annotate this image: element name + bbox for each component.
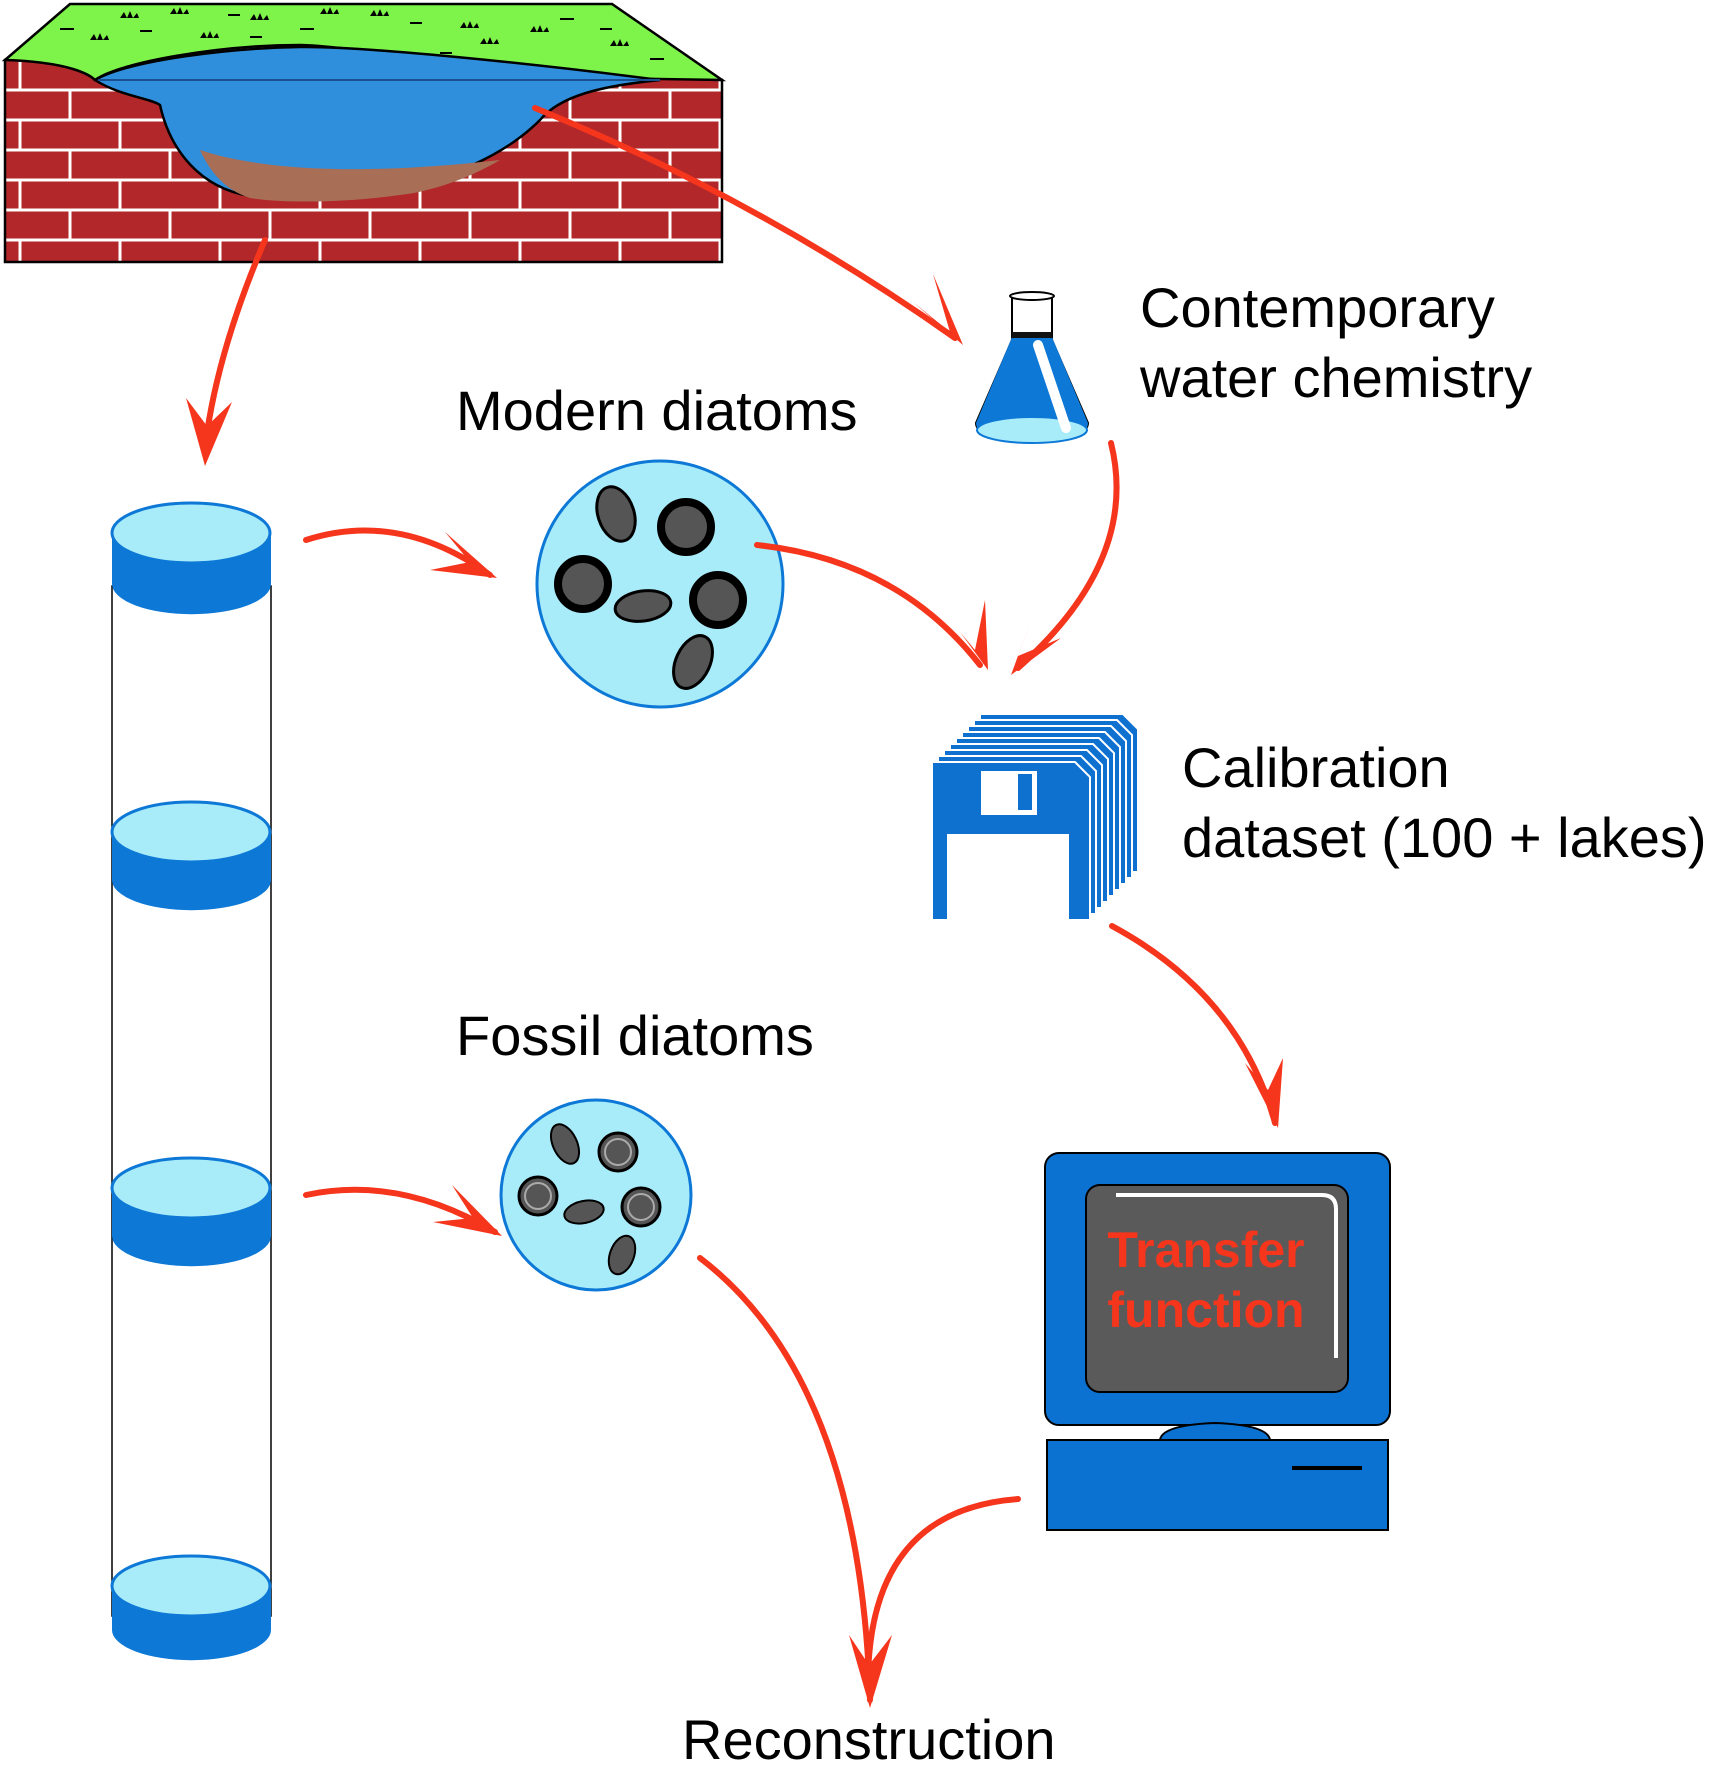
- lake-cross-section-icon: [1, 2, 727, 264]
- modern-diatom-sample: [535, 459, 785, 709]
- flask-highlight: [1033, 340, 1071, 433]
- computer-base: [1046, 1439, 1389, 1531]
- computer-icon: [1044, 1152, 1391, 1531]
- reconstruction-label: Reconstruction: [682, 1708, 1056, 1771]
- core-slice: [110, 800, 272, 911]
- diatom: [627, 1193, 655, 1221]
- arrow-fossil-to-reconstruction: [697, 1255, 873, 1703]
- monitor-stand: [1158, 1421, 1272, 1441]
- core-tube: [111, 585, 272, 1617]
- calibration-dataset-label: Calibration dataset (100 + lakes): [1182, 733, 1707, 873]
- diatom: [524, 1182, 552, 1210]
- core-slice: [110, 1554, 272, 1661]
- arrow-calibration-to-computer: [1109, 923, 1278, 1126]
- transfer-function-text: Transfer function: [1096, 1220, 1316, 1340]
- arrow-lake-to-core: [204, 237, 268, 436]
- flask-icon: [974, 291, 1090, 444]
- flask-rim: [1009, 291, 1055, 301]
- monitor-screen: [1085, 1184, 1349, 1393]
- arrows: [204, 105, 1278, 1703]
- diatom: [672, 634, 714, 690]
- core-slice: [110, 501, 272, 615]
- lake-sediment: [200, 150, 500, 202]
- label-line: water chemistry: [1140, 346, 1533, 409]
- sediment-core-icon: [110, 501, 272, 1661]
- core-slice: [110, 1156, 272, 1267]
- label-line: function: [1107, 1282, 1305, 1338]
- arrow-lake-to-chemistry: [532, 105, 958, 341]
- arrowhead: [849, 1635, 892, 1708]
- floppy-shutter-slot: [1018, 774, 1032, 810]
- fossil-diatoms-label: Fossil diatoms: [456, 1004, 814, 1067]
- arrowhead: [430, 532, 497, 578]
- contemporary-water-chemistry-label: Contemporary water chemistry: [1140, 273, 1532, 413]
- arrowhead: [1245, 1058, 1283, 1128]
- modern-diatoms-label: Modern diatoms: [456, 379, 858, 442]
- arrow-computer-to-reconstruction: [865, 1496, 1021, 1683]
- arrow-modern-to-calibration: [754, 542, 983, 668]
- fossil-diatom-sample: [499, 1098, 693, 1292]
- label-line: Transfer: [1107, 1222, 1305, 1278]
- arrowhead: [1011, 612, 1061, 675]
- label-line: Contemporary: [1140, 276, 1495, 339]
- arrowhead: [186, 398, 232, 466]
- floppy-label: [947, 834, 1069, 920]
- arrowhead: [913, 274, 963, 345]
- screen-glare: [1116, 1193, 1338, 1358]
- arrow-chemistry-to-calibration: [1015, 440, 1120, 671]
- arrowhead: [433, 1185, 502, 1236]
- floppy-disk-stack-icon: [931, 713, 1139, 921]
- diatom: [554, 555, 612, 613]
- arrow-core-to-modern: [303, 527, 493, 578]
- diatom: [604, 1138, 632, 1166]
- label-line: Calibration: [1182, 736, 1450, 799]
- diatom: [657, 498, 715, 556]
- diatom: [563, 1199, 605, 1225]
- arrowhead: [960, 600, 988, 670]
- label-line: dataset (100 + lakes): [1182, 806, 1707, 869]
- arrowheads: [186, 274, 1283, 1708]
- floppy-disk-front: [931, 761, 1091, 921]
- diatom: [595, 485, 637, 543]
- diatom: [613, 589, 673, 623]
- flask-meniscus: [1012, 332, 1052, 338]
- diatom: [607, 1234, 637, 1276]
- diatom: [689, 571, 747, 629]
- grass-tufts: [60, 7, 664, 60]
- drive-slot: [1292, 1466, 1362, 1470]
- diatom: [549, 1123, 581, 1165]
